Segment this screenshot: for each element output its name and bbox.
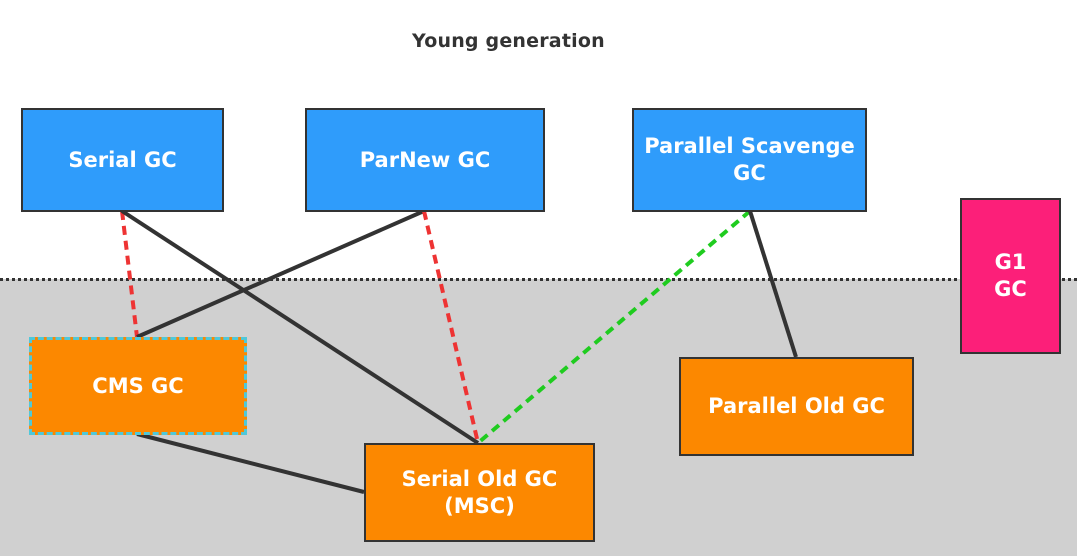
diagram-title: Young generation [412, 30, 605, 52]
g1-gc-node: G1 GC [960, 198, 1061, 354]
parallel-old-gc-node: Parallel Old GC [679, 357, 914, 456]
cms-gc-node: CMS GC [29, 337, 247, 435]
edge-serial-to-serial-old [120, 209, 480, 445]
parnew-gc-label: ParNew GC [359, 147, 491, 172]
edge-cms-to-serial-old [136, 432, 365, 494]
edge-parnew-to-serial-old [422, 210, 480, 444]
cms-gc-label: CMS GC [92, 373, 184, 398]
parallel-scavenge-gc-label: Parallel Scavenge GC [644, 134, 855, 185]
edge-serial-to-cms [120, 210, 139, 338]
serial-gc-node: Serial GC [21, 108, 224, 212]
edge-parallel-scavenge-to-parallel-old [748, 210, 798, 358]
parallel-scavenge-gc-node: Parallel Scavenge GC [632, 108, 867, 212]
serial-old-gc-label: Serial Old GC (MSC) [401, 466, 558, 518]
g1-gc-label: G1 GC [994, 250, 1027, 301]
parnew-gc-node: ParNew GC [305, 108, 545, 212]
serial-gc-label: Serial GC [68, 147, 177, 172]
serial-old-gc-node: Serial Old GC (MSC) [364, 443, 595, 542]
generation-divider [0, 278, 1077, 281]
parallel-old-gc-label: Parallel Old GC [708, 394, 885, 418]
edge-parnew-to-cms [136, 209, 425, 339]
